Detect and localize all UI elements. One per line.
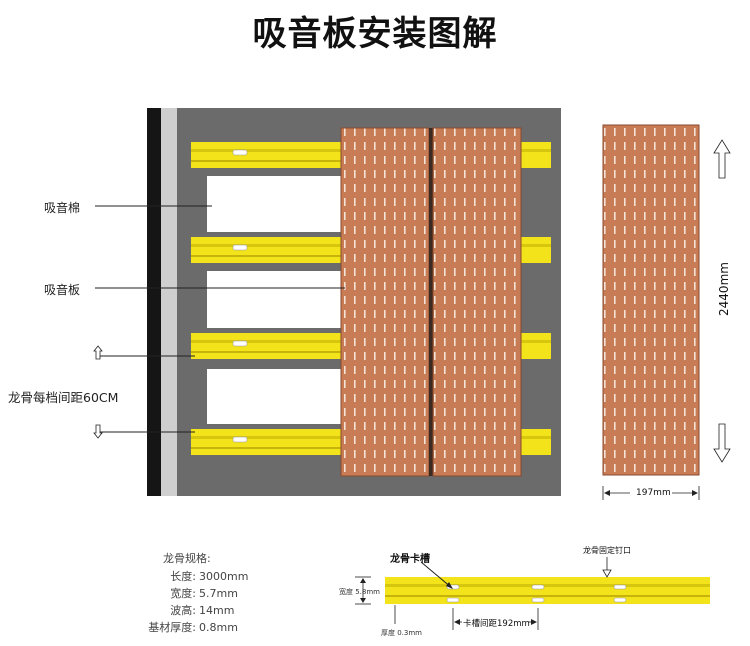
slot-pointer: [420, 561, 453, 589]
panel-gap: [429, 128, 433, 476]
spec-row-thickness: 基材厚度:0.8mm: [148, 621, 238, 634]
panel-label: 吸音板: [44, 283, 81, 297]
keel-spec-heading: 龙骨规格:: [163, 552, 211, 565]
spec-row-length: 长度:3000mm: [170, 570, 249, 583]
cotton-strip: [207, 176, 342, 232]
up-arrow-icon: [93, 345, 103, 360]
acoustic-panel: [432, 127, 522, 477]
cotton-label: 吸音棉: [44, 201, 81, 215]
wall-edge-dark: [147, 108, 161, 496]
acoustic-panel: [340, 127, 430, 477]
slot-spacing-label: 卡槽间距192mm: [463, 619, 530, 629]
keel-rail: [191, 142, 551, 168]
keel-rail: [191, 333, 551, 359]
spec-row-wave-height: 波高:14mm: [170, 604, 235, 617]
width-dimension-arrow: [602, 486, 700, 500]
down-arrow-icon: [93, 424, 103, 439]
nail-pointer-icon: [602, 557, 612, 578]
nail-label: 龙骨固定钉口: [583, 546, 631, 555]
slot-spacing-dimension: [452, 608, 539, 630]
cotton-strip: [207, 369, 342, 424]
panel-height-label: 2440mm: [717, 262, 731, 316]
keel-rail: [191, 237, 551, 263]
wall-edge-light: [161, 108, 177, 496]
single-panel: [602, 124, 700, 476]
height-dimension-arrow: [713, 139, 731, 463]
keel-spec-list: 长度:3000mm 宽度:5.7mm 波高:14mm 基材厚度:0.8mm: [138, 568, 248, 636]
keel-rail: [191, 429, 551, 455]
spacing-label: 龙骨每档间距60CM: [8, 390, 119, 405]
page-title: 吸音板安装图解: [252, 14, 498, 54]
spec-row-width: 宽度:5.7mm: [170, 587, 238, 600]
cotton-strip: [207, 271, 342, 328]
slot-label: 龙骨卡槽: [390, 554, 430, 565]
keel-thickness-label: 厚度 0.3mm: [381, 629, 422, 637]
keel-detail-rail: [385, 577, 710, 604]
panel-width-label: 197mm: [636, 488, 671, 498]
keel-width-label: 宽度 5.8mm: [339, 588, 380, 596]
keel-width-dimension: [355, 576, 371, 605]
